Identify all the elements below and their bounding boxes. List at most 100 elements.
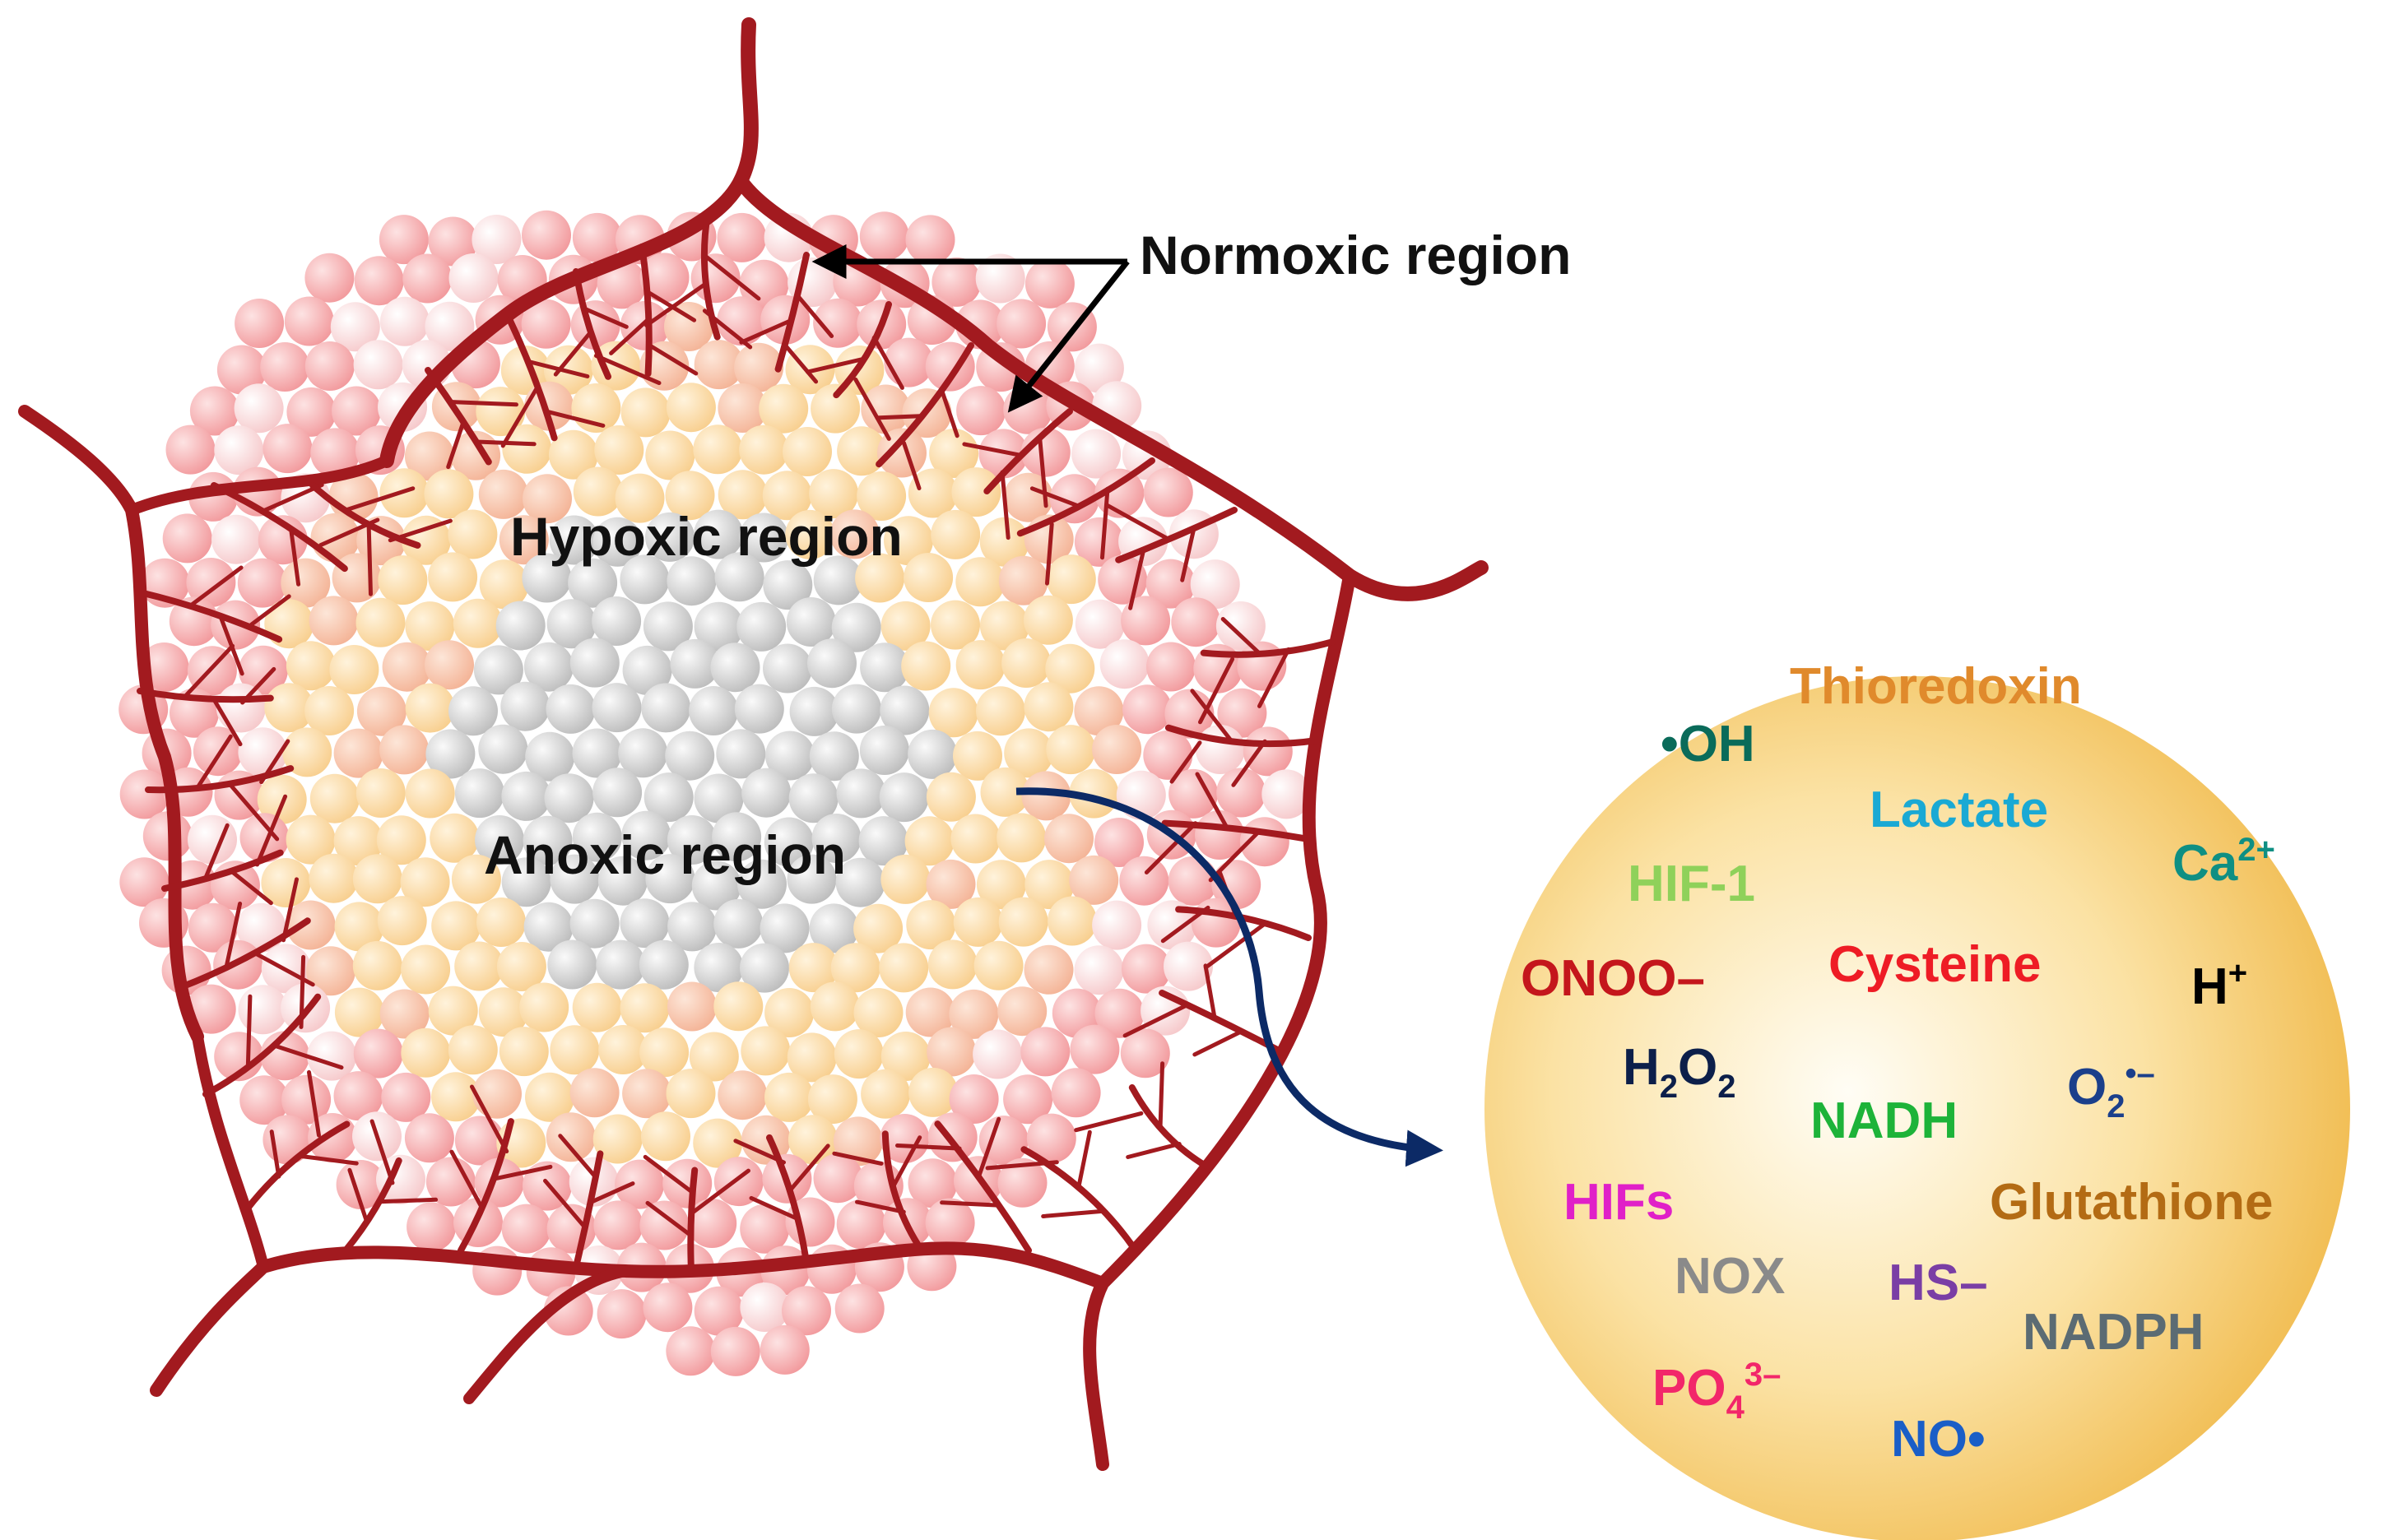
cell xyxy=(694,601,744,652)
vessel-twig xyxy=(289,526,301,587)
cell xyxy=(645,854,695,904)
cell xyxy=(382,642,432,692)
vessel-twig xyxy=(940,1200,1001,1208)
cell xyxy=(473,645,523,695)
cell xyxy=(1120,1028,1170,1078)
cell xyxy=(740,1283,790,1332)
cell xyxy=(478,987,528,1037)
vessel-twig xyxy=(1203,922,1266,970)
vessel-twig xyxy=(227,782,280,842)
vessel-branch xyxy=(1175,906,1312,941)
vessel-twig xyxy=(272,1043,344,1070)
cell xyxy=(284,296,334,346)
cell xyxy=(665,731,715,781)
cell xyxy=(765,731,815,781)
cell xyxy=(522,553,572,603)
cell xyxy=(926,772,976,822)
vessel-twig xyxy=(249,594,291,627)
cell xyxy=(1164,941,1213,991)
nadph-label: NADPH xyxy=(2023,1304,2204,1361)
cell xyxy=(837,426,887,476)
cell xyxy=(905,987,955,1037)
superoxide-label: O2•– xyxy=(2067,1055,2155,1125)
cell xyxy=(448,509,498,559)
cell xyxy=(592,596,642,646)
cell xyxy=(953,731,1002,781)
vessel-twig xyxy=(196,734,233,789)
cell xyxy=(478,469,528,519)
cell xyxy=(1069,855,1119,905)
cell xyxy=(615,1159,665,1209)
cell xyxy=(501,771,551,821)
cell xyxy=(694,1286,744,1336)
cell xyxy=(401,515,451,565)
normoxic-region-label: Normoxic region xyxy=(1140,225,1571,285)
cell xyxy=(1074,517,1124,567)
cell xyxy=(998,555,1048,605)
cell xyxy=(1046,725,1096,775)
cell xyxy=(622,1069,672,1119)
cell xyxy=(643,772,694,823)
cell xyxy=(666,1069,716,1119)
cell xyxy=(717,296,767,346)
cell xyxy=(594,425,644,475)
vessel-branch xyxy=(137,688,274,703)
cell xyxy=(1122,684,1173,735)
cell xyxy=(665,471,715,521)
cell xyxy=(927,939,978,990)
normoxic-pointer-arrow-2 xyxy=(1007,259,1130,413)
vessel-twig xyxy=(875,414,925,420)
cell xyxy=(1003,472,1053,522)
cell xyxy=(741,768,792,818)
vessel-branch xyxy=(507,318,558,442)
vessel-branch xyxy=(1128,1084,1213,1171)
cell xyxy=(355,597,406,647)
cell xyxy=(569,638,620,688)
vessel-twig xyxy=(832,1151,884,1166)
cell xyxy=(639,939,689,990)
vessel-branch xyxy=(342,1157,402,1254)
cell xyxy=(428,552,478,602)
cell xyxy=(119,769,170,819)
cell xyxy=(261,858,311,907)
cell xyxy=(908,729,958,779)
vessel-twig xyxy=(1198,656,1235,725)
cell xyxy=(880,1032,931,1081)
vessel-branch xyxy=(774,252,810,373)
vessel-twig xyxy=(1029,486,1082,509)
vessel-branch xyxy=(1016,457,1155,537)
cell xyxy=(861,384,911,434)
cell xyxy=(1024,944,1074,995)
cell xyxy=(759,383,809,434)
cell xyxy=(976,686,1025,736)
cell xyxy=(997,813,1047,863)
cell xyxy=(782,1286,831,1336)
cell xyxy=(783,427,832,476)
cell xyxy=(569,898,620,949)
vessel-trunk xyxy=(463,1265,631,1404)
vessel-twig xyxy=(1190,689,1234,744)
vessel-twig xyxy=(1203,963,1217,1020)
cell xyxy=(548,429,598,480)
cell xyxy=(689,1032,739,1082)
cell xyxy=(304,686,355,735)
vessel-twig xyxy=(1195,772,1229,830)
cell xyxy=(641,683,691,733)
vessel-twig xyxy=(449,1149,484,1209)
cell xyxy=(716,729,766,779)
cell xyxy=(592,517,643,567)
vessel-twig xyxy=(211,697,243,747)
vessel-twig xyxy=(388,518,453,543)
cell xyxy=(1023,595,1073,645)
cell xyxy=(569,1068,620,1118)
cell xyxy=(718,383,768,433)
cell xyxy=(1024,860,1075,910)
vessel-twig xyxy=(245,994,253,1067)
cell xyxy=(925,1198,975,1248)
cell xyxy=(522,210,571,260)
cell xyxy=(239,1075,290,1125)
vessel-twig xyxy=(787,1143,830,1193)
cell xyxy=(304,341,355,391)
cell xyxy=(186,558,236,607)
calcium-base: Ca xyxy=(2172,835,2238,892)
